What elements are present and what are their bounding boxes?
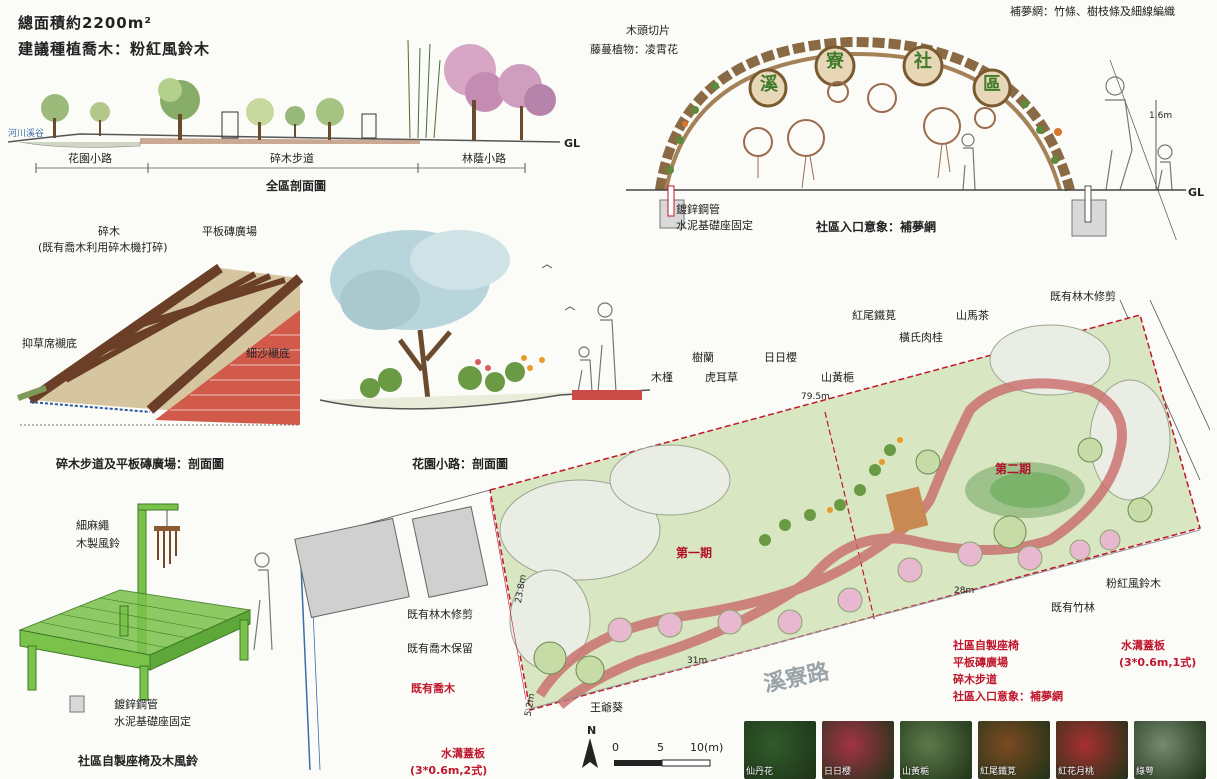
woodchip-label: 碎木 [98, 225, 120, 238]
ditch-cover-bottom-spec: (3*0.6m,2式) [410, 764, 488, 777]
sign-char-2: 寮 [826, 51, 844, 72]
section-label-garden-path: 花園小路 [68, 152, 112, 165]
stream-tag: 河川溪谷 [8, 129, 45, 139]
legend-paver: 平板磚廣場 [953, 656, 1008, 669]
plant-label-gardenia: 山黃梔 [821, 371, 854, 384]
plant-photo-5: 紅花月桃 [1056, 721, 1128, 779]
existing-trim-left-label: 既有林木修剪 [407, 608, 473, 621]
entrance-gl-label: GL [1188, 186, 1205, 199]
section-label-shade-path: 林蔭小路 [462, 152, 506, 165]
entrance-base-label: 水泥基礎座固定 [676, 219, 753, 232]
dim-79-5: 79.5m [801, 392, 830, 402]
dim-31: 31m [687, 656, 708, 666]
sign-char-4: 區 [983, 74, 1001, 95]
pink-tree-label: 粉紅風鈴木 [1106, 577, 1161, 590]
sand-layer-label: 細沙襯底 [246, 347, 290, 360]
stage-2-label: 第二期 [995, 462, 1032, 476]
site-plan-drawing [294, 300, 1210, 770]
chime-label: 木製風鈴 [76, 537, 120, 550]
garden-path-caption: 花園小路：剖面圖 [412, 457, 509, 471]
existing-keep-label: 既有喬木保留 [407, 642, 473, 655]
dim-28: 28m [954, 586, 975, 596]
bench-base-label: 水泥基礎座固定 [114, 715, 191, 728]
plant-label-jatropha: 日日櫻 [764, 351, 797, 364]
legend-entrance: 社區入口意象：補夢網 [953, 690, 1063, 703]
plant-label-hibiscus: 木槿 [651, 371, 673, 384]
woodchip-note: (既有喬木利用碎木機打碎) [38, 241, 168, 254]
wood-slice-label: 木頭切片 [626, 24, 670, 37]
vine-label: 藤蔓植物：凌霄花 [590, 43, 678, 56]
scale-bar [582, 738, 711, 768]
rope-label: 細麻繩 [76, 519, 109, 532]
overall-section-caption: 全區剖面圖 [266, 179, 327, 193]
ditch-cover-bottom: 水溝蓋板 [441, 747, 485, 760]
section-gl-label: GL [564, 137, 581, 150]
scale-tick-5: 5 [657, 741, 664, 754]
north-arrow-label: N [587, 724, 597, 737]
plant-photo-2: 日日櫻 [822, 721, 894, 779]
overall-section-drawing [7, 39, 561, 173]
entrance-caption: 社區入口意象：補夢網 [816, 220, 937, 234]
plant-photo-1: 仙丹花 [744, 721, 816, 779]
sign-char-1: 溪 [760, 74, 778, 95]
dreamnet-material-note: 補夢網：竹條、樹枝條及細線編織 [1010, 5, 1175, 18]
legend-woodchip: 碎木步道 [953, 673, 997, 686]
plant-label-saxifrage: 虎耳草 [705, 371, 738, 384]
scale-tick-10: 10(m) [690, 741, 724, 754]
paver-label: 平板磚廣場 [202, 225, 257, 238]
legend-bench: 社區自製座椅 [953, 639, 1019, 652]
section-label-woodchip: 碎木步道 [270, 152, 314, 165]
entrance-height-label: 1.6m [1149, 111, 1173, 121]
walkway-caption: 碎木步道及平板磚廣場：剖面圖 [56, 457, 225, 471]
sign-char-3: 社 [914, 51, 932, 72]
stage-1-label: 第一期 [676, 546, 713, 560]
existing-tree-label: 既有喬木 [411, 682, 455, 695]
plant-photo-3: 山黃梔 [900, 721, 972, 779]
tree-recommendation: 建議種植喬木：粉紅風鈴木 [18, 40, 211, 58]
ditch-cover-right-spec: (3*0.6m,1式) [1119, 656, 1197, 669]
bench-caption: 社區自製座椅及木風鈴 [78, 754, 199, 768]
scale-tick-0: 0 [612, 741, 619, 754]
entrance-pipe-label: 鍍鋅鋼管 [676, 203, 720, 216]
plant-label-cinnamomum: 橫氏肉桂 [899, 331, 943, 344]
plant-label-tabernaemontana: 山馬茶 [956, 309, 989, 322]
weed-mat-label: 抑草席襯底 [22, 337, 77, 350]
area-title: 總面積約2200m² [18, 14, 152, 32]
existing-trim-top-label: 既有林木修剪 [1050, 290, 1116, 303]
garden-path-section-drawing [319, 230, 650, 410]
plant-photo-6: 綠萼 [1134, 721, 1206, 779]
bamboo-label: 既有竹林 [1051, 601, 1095, 614]
plant-label-acalypha: 紅尾鐵莧 [852, 309, 896, 322]
walkway-section-drawing [16, 263, 304, 426]
bench-drawing [18, 503, 273, 713]
plant-photo-4: 紅尾鐵莧 [978, 721, 1050, 779]
plant-label-aglaia: 樹蘭 [692, 351, 714, 364]
king-flower-label: 王爺葵 [590, 701, 623, 714]
entrance-arch-drawing [626, 36, 1186, 240]
bench-pipe-label: 鍍鋅鋼管 [114, 698, 158, 711]
ditch-cover-right: 水溝蓋板 [1121, 639, 1165, 652]
